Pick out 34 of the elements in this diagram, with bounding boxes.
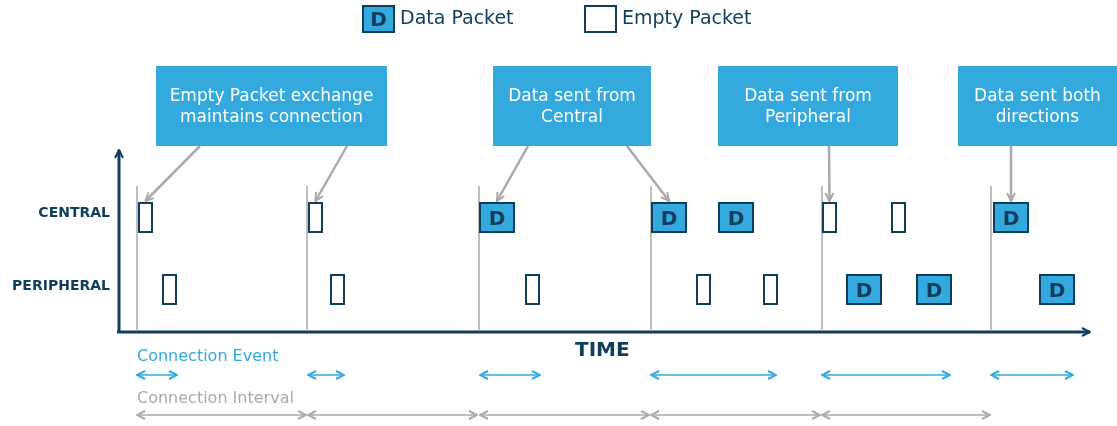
empty-packet [822,202,837,233]
data-packet: D [718,202,754,233]
data-packet: D [993,202,1029,233]
empty-packet [330,274,345,305]
empty-packet [763,274,778,305]
legend-label: Empty Packet [622,6,752,28]
legend-label: Data Packet [400,6,514,28]
row-label: CENTRAL [38,204,110,220]
empty-packet [308,202,323,233]
callout-box: Data sent from Central [493,66,651,146]
arrow [824,146,835,202]
arrow [144,145,201,202]
callout-box: Data sent both directions [958,66,1117,146]
empty-packet [525,274,540,305]
data-packet: D [916,274,952,305]
data-packet: D [651,202,687,233]
dimension-label: Connection Event [137,346,279,365]
empty-packet [162,274,177,305]
empty-packet [696,274,711,305]
data-packet: D [846,274,882,305]
legend-swatch: D [362,5,395,33]
dimension-label: Connection Interval [137,388,294,407]
axis-label: TIME [575,337,630,361]
callout-box: Data sent from Peripheral [718,66,898,146]
empty-packet [138,202,153,233]
empty-packet [891,202,906,233]
arrow [314,145,349,202]
callout-box: Empty Packet exchange maintains connection [156,66,387,146]
arrow [626,145,670,202]
arrow [495,145,530,202]
row-label: PERIPHERAL [12,277,110,293]
data-packet: D [1039,274,1075,305]
data-packet: D [479,202,515,233]
arrow [1006,146,1016,202]
